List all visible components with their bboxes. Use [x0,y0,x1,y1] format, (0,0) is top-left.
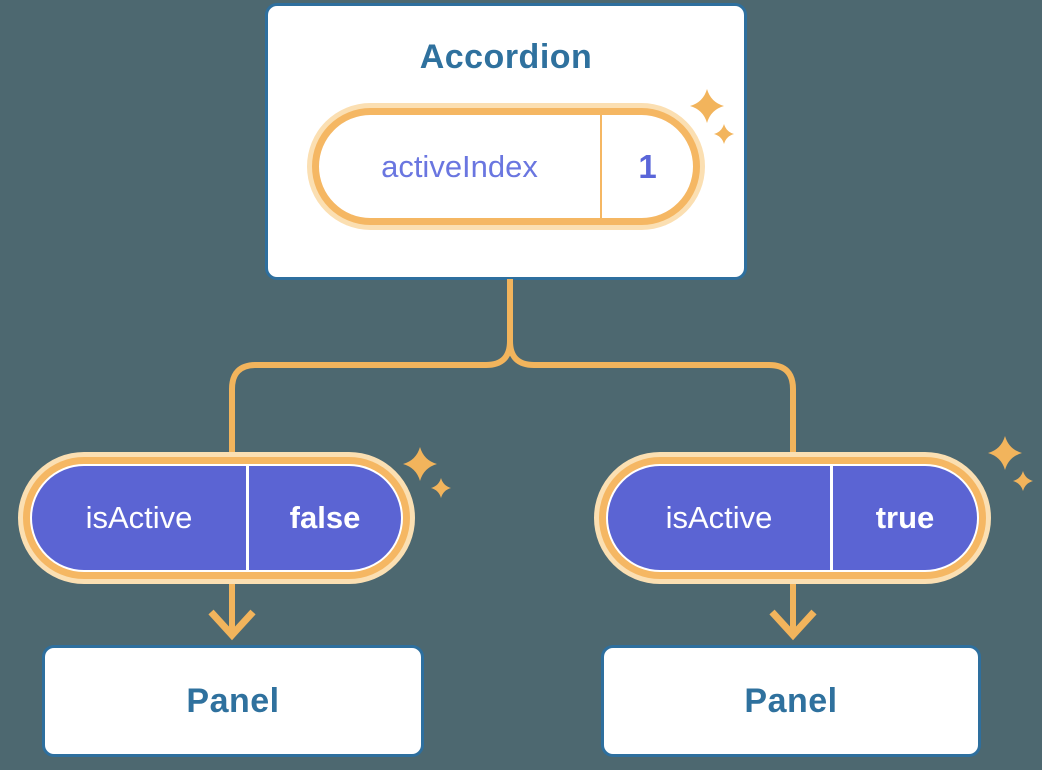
sparkle-icon [403,447,437,481]
pill-ring: activeIndex 1 [312,108,700,225]
pill-divider [830,466,833,570]
state-value: 1 [638,147,657,185]
pill-divider [246,466,249,570]
state-name: activeIndex [381,148,538,184]
pill-gap: isActive true [606,464,979,572]
right-panel-card: Panel [601,645,981,757]
active-index-state-pill: activeIndex 1 [307,103,705,230]
pill-body: isActive false [32,466,401,570]
sparkle-icon [988,436,1022,470]
left-panel-card: Panel [42,645,424,757]
sparkle-icon [1013,471,1033,491]
state-name: isActive [85,500,193,535]
pill-gap: isActive false [30,464,403,572]
arrow-right-head-icon [769,609,817,641]
sparkle-icon [431,478,451,498]
left-is-active-pill: isActive false [18,452,415,584]
state-value: false [289,500,361,535]
right-is-active-pill: isActive true [594,452,991,584]
accordion-title: Accordion [419,38,593,76]
pill-divider [600,115,602,218]
branch-left-connector [229,279,513,454]
state-value: true [875,500,935,535]
pill-ring: isActive false [23,457,410,579]
pill-ring: isActive true [599,457,986,579]
pill-body: activeIndex 1 [319,115,693,218]
pill-body: isActive true [608,466,977,570]
arrow-left-head-icon [208,609,256,641]
state-name: isActive [665,500,773,535]
branch-right-connector [507,279,796,454]
